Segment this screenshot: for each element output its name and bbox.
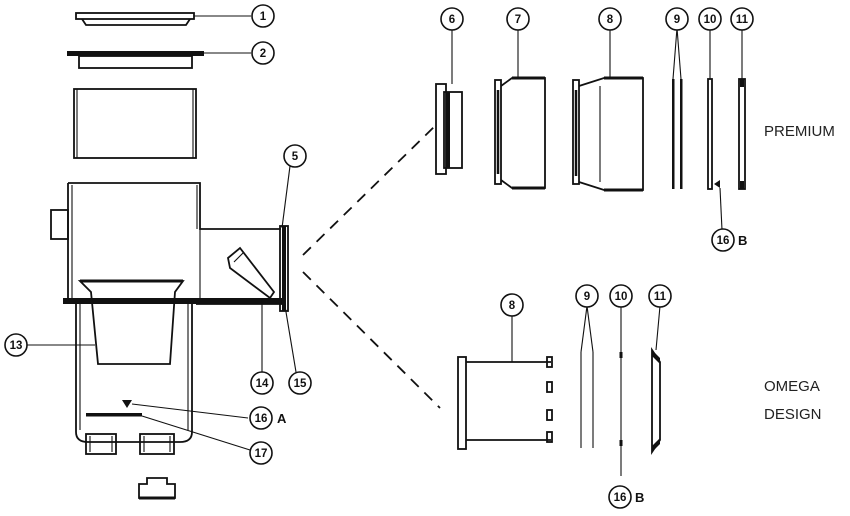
callout-5: 5 (283, 144, 307, 168)
svg-text:17: 17 (255, 448, 268, 460)
omega-part-11-ring (651, 347, 661, 455)
svg-text:9: 9 (584, 291, 590, 303)
svg-text:11: 11 (736, 14, 749, 26)
omega-part-8-faceplate (457, 356, 553, 450)
premium-part-6-adapter-flange (435, 83, 463, 175)
callout-9: 9 (665, 7, 689, 31)
svg-text:15: 15 (294, 378, 307, 390)
callout-11-omega: 11 (648, 284, 672, 308)
part-3-extension-collar (73, 88, 197, 159)
premium-part-11-ring (738, 78, 746, 190)
svg-text:1: 1 (260, 11, 267, 23)
svg-text:16: 16 (255, 413, 268, 425)
premium-part-7-faceplate (494, 76, 546, 190)
callout-7: 7 (506, 7, 530, 31)
part-drain-plug (138, 477, 176, 500)
svg-text:8: 8 (509, 300, 516, 312)
callout-8: 8 (598, 7, 622, 31)
svg-text:6: 6 (449, 14, 455, 26)
callout-8-omega: 8 (500, 293, 524, 317)
part-2-lid-collar (67, 51, 204, 69)
svg-text:5: 5 (292, 151, 299, 163)
svg-text:2: 2 (260, 48, 266, 60)
premium-part-10-gasket (707, 78, 720, 190)
skimmer-body (50, 182, 289, 455)
callout-17: 17 (249, 441, 273, 465)
premium-leader-lines (451, 27, 743, 231)
part-16a-float-and-17 (86, 400, 142, 417)
omega-part-10-gasket (619, 312, 623, 476)
omega-leader-lines (511, 305, 661, 362)
svg-text:B: B (635, 490, 644, 505)
svg-text:14: 14 (256, 378, 269, 390)
callout-6: 6 (440, 7, 464, 31)
svg-text:9: 9 (674, 14, 680, 26)
callout-16b-omega: 16 B (608, 485, 644, 509)
svg-text:8: 8 (607, 14, 614, 26)
svg-text:10: 10 (615, 291, 628, 303)
callout-9-omega: 9 (575, 284, 599, 308)
part-weir-flap (227, 246, 276, 300)
svg-text:B: B (738, 233, 747, 248)
svg-text:13: 13 (10, 340, 23, 352)
variant-label-premium: PREMIUM (764, 123, 835, 140)
callout-16b-premium: 16 B (711, 228, 747, 252)
callout-2: 2 (251, 41, 275, 65)
omega-part-9-gaskets (580, 352, 594, 448)
svg-text:10: 10 (704, 14, 717, 26)
premium-part-8-faceplate (572, 76, 644, 192)
callout-15: 15 (288, 371, 312, 395)
left-leader-lines (27, 15, 297, 451)
callout-16a: 16 A (249, 406, 287, 430)
svg-text:11: 11 (654, 291, 667, 303)
part-1-lid (75, 12, 195, 26)
svg-text:7: 7 (515, 14, 521, 26)
expansion-lines (302, 124, 441, 409)
svg-text:A: A (277, 411, 287, 426)
callout-1: 1 (251, 4, 275, 28)
variant-label-omega-line1: OMEGA (764, 378, 820, 395)
callout-13: 13 (4, 333, 28, 357)
svg-text:16: 16 (614, 492, 627, 504)
callout-10: 10 (698, 7, 722, 31)
callout-11: 11 (730, 7, 754, 31)
part-13-skimmer-basket (77, 279, 185, 365)
premium-part-9-gaskets (672, 79, 683, 189)
callout-14: 14 (250, 371, 274, 395)
svg-text:16: 16 (717, 235, 730, 247)
variant-label-omega-line2: DESIGN (764, 406, 822, 423)
callout-10-omega: 10 (609, 284, 633, 308)
